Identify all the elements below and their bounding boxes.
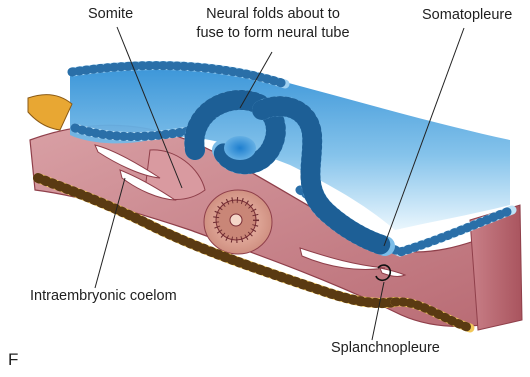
label-splanchnopleure: Splanchnopleure	[331, 339, 440, 358]
label-somatopleure: Somatopleure	[422, 6, 512, 25]
endoderm-edge-left	[28, 95, 72, 130]
label-somite: Somite	[88, 5, 133, 24]
panel-letter: F	[8, 350, 18, 370]
label-neural-folds-line1: Neural folds about to	[178, 5, 368, 24]
rosette-structure	[204, 190, 272, 254]
label-neural-folds: Neural folds about to fuse to form neura…	[178, 5, 368, 43]
label-intraembryonic-coelom: Intraembryonic coelom	[30, 287, 177, 306]
label-neural-folds-line2: fuse to form neural tube	[178, 24, 368, 43]
